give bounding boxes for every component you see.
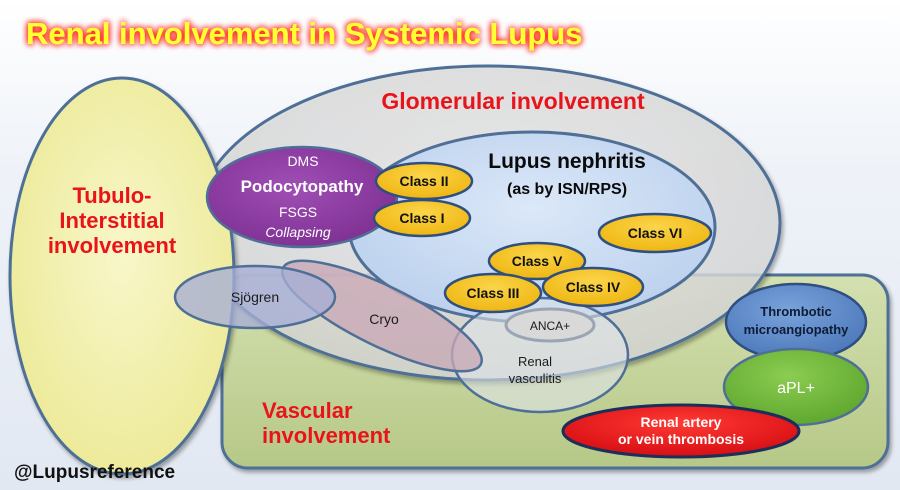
tma-label-line2: microangiopathy — [744, 322, 850, 337]
tubulo-label-line1: Tubulo- — [73, 183, 152, 208]
tubulo-label-line3: involvement — [48, 233, 177, 258]
class-3-oval — [443, 272, 543, 314]
tubulo-label-line2: Interstitial — [59, 208, 164, 233]
class-3-label: Class III — [467, 285, 520, 301]
vascular-label-line2: involvement — [262, 423, 391, 448]
page-title: Renal involvement in Systemic Lupus — [26, 16, 582, 51]
class-2-label: Class II — [399, 173, 448, 189]
lupus-nephritis-subtitle: (as by ISN/RPS) — [507, 181, 627, 198]
class-4-label: Class IV — [566, 279, 621, 295]
class-6-label: Class VI — [628, 225, 682, 241]
anca-region — [504, 307, 596, 343]
podocytopathy-title: Podocytopathy — [241, 177, 364, 196]
class-5-label: Class V — [512, 253, 563, 269]
class-6-oval — [597, 212, 713, 254]
class-ovals — [372, 161, 713, 314]
apl-label: aPL+ — [777, 380, 815, 397]
footer-handle: @Lupusreference — [14, 462, 175, 483]
vascular-label-line1: Vascular — [262, 398, 353, 423]
class-4-oval — [541, 266, 645, 308]
sjogren-region — [173, 264, 337, 330]
tma-label-line1: Thrombotic — [760, 304, 832, 319]
class-1-label: Class I — [399, 210, 444, 226]
glomerular-label: Glomerular involvement — [381, 88, 645, 114]
class-5-oval — [487, 241, 587, 281]
fsgs-label: FSGS — [279, 204, 317, 220]
dms-label: DMS — [287, 153, 318, 169]
anca-label: ANCA+ — [530, 319, 570, 333]
sjogren-label: Sjögren — [231, 289, 279, 305]
cryo-label: Cryo — [369, 311, 399, 327]
thrombosis-label-line2: or vein thrombosis — [618, 431, 744, 447]
collapsing-label: Collapsing — [265, 224, 331, 240]
renal-vasculitis-line2: vasculitis — [509, 371, 562, 386]
thrombosis-region — [561, 403, 801, 459]
thrombosis-label-line1: Renal artery — [641, 414, 722, 430]
lupus-nephritis-title: Lupus nephritis — [488, 150, 646, 173]
class-1-oval — [372, 198, 472, 238]
renal-vasculitis-line1: Renal — [518, 354, 552, 369]
